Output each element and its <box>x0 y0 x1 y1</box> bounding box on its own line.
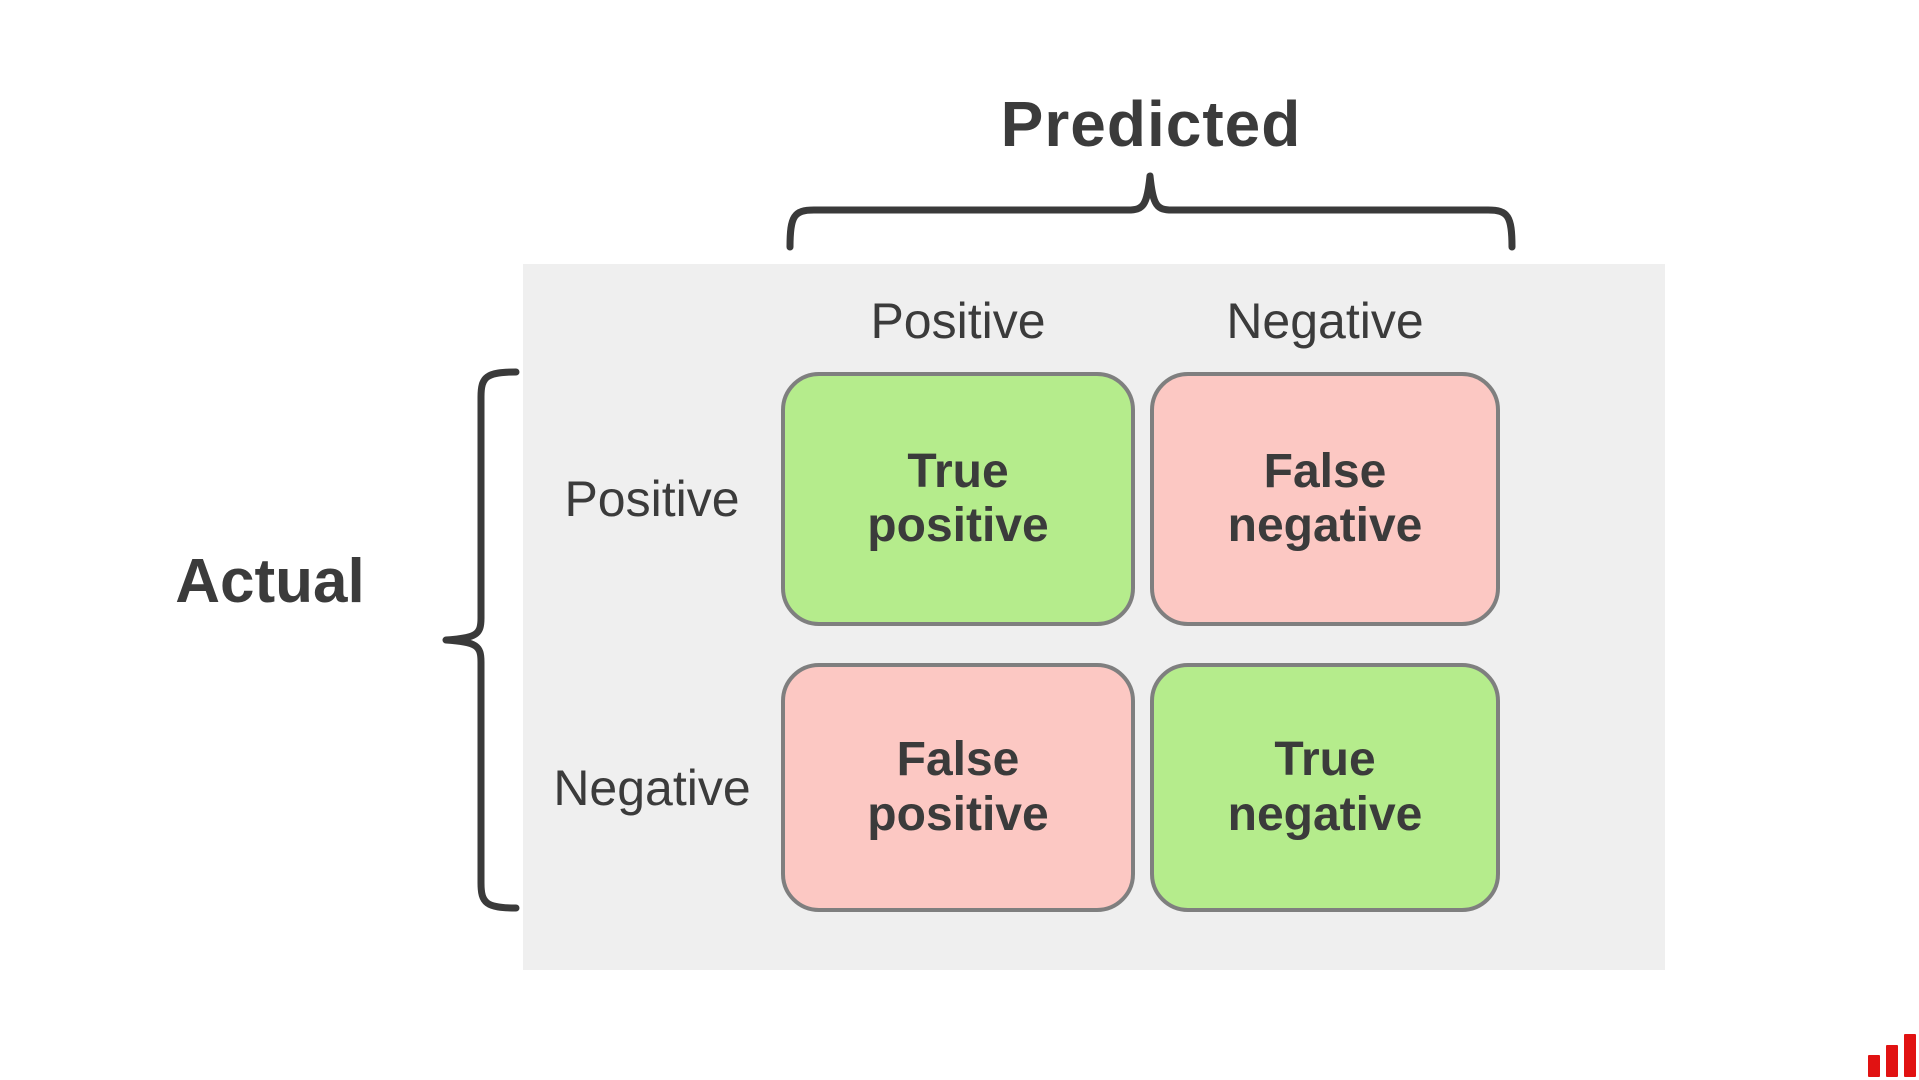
cell-text-line: negative <box>1227 787 1423 841</box>
cell-true-negative: True negative <box>1150 663 1500 912</box>
logo-bar-large <box>1904 1034 1916 1077</box>
cell-false-positive: False positive <box>781 663 1135 912</box>
predicted-brace <box>786 172 1516 251</box>
bar-chart-icon <box>1868 1034 1916 1077</box>
cell-text-line: positive <box>867 787 1049 841</box>
actual-brace <box>442 368 520 912</box>
actual-axis-title: Actual <box>175 546 365 616</box>
cell-text-line: True <box>1274 733 1376 787</box>
predicted-axis-title: Predicted <box>1000 88 1302 160</box>
logo-bar-medium <box>1886 1045 1898 1077</box>
cell-text-line: positive <box>867 499 1049 552</box>
cell-false-negative: False negative <box>1150 372 1500 626</box>
cell-text-line: False <box>1263 444 1387 498</box>
column-header-predicted-positive: Positive <box>870 293 1046 349</box>
cell-true-positive: True positive <box>781 372 1135 626</box>
column-header-predicted-negative: Negative <box>1226 293 1424 349</box>
cell-text-line: True <box>907 444 1009 498</box>
cell-text-line: negative <box>1227 499 1423 552</box>
row-label-actual-negative: Negative <box>553 759 751 816</box>
row-label-actual-positive: Positive <box>564 471 740 527</box>
logo-bar-small <box>1868 1055 1880 1077</box>
cell-text-line: False <box>896 733 1020 787</box>
